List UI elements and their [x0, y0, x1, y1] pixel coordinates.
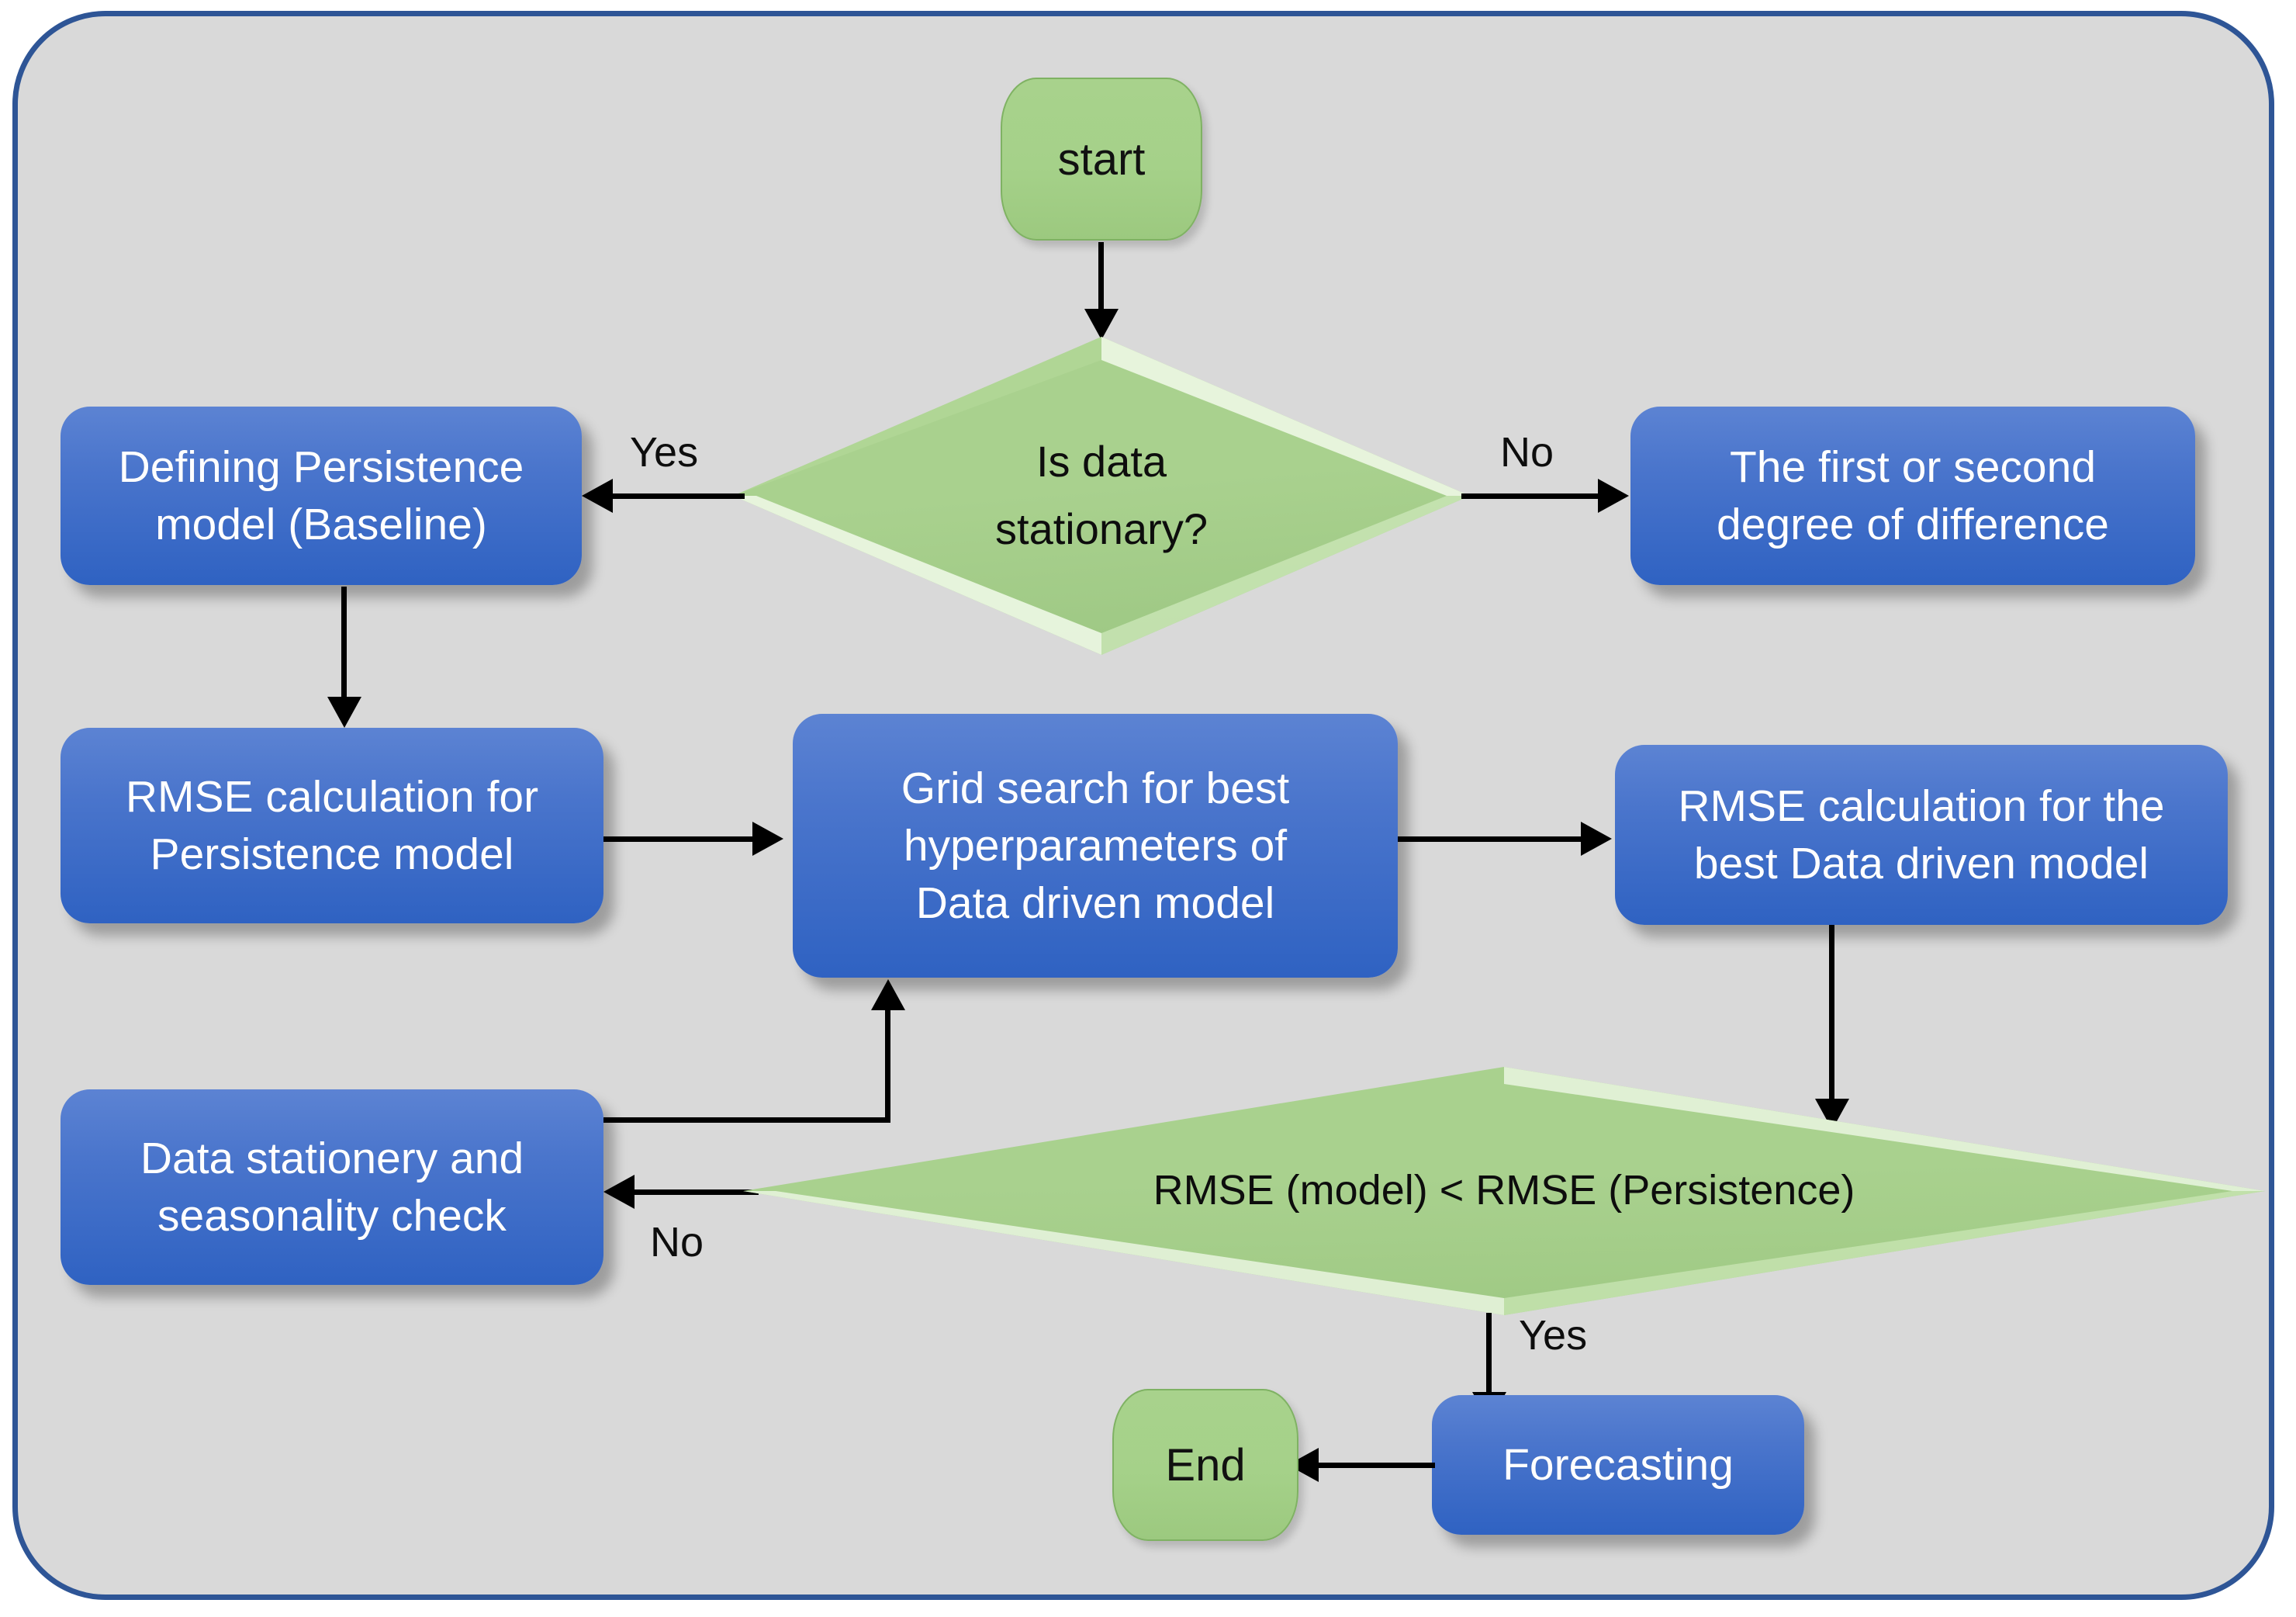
arrowhead-decision-to-defining-persistence [582, 479, 613, 513]
node-end-label: End [1165, 1439, 1246, 1491]
arrowhead-grid-search-to-rmse-best [1581, 822, 1612, 856]
node-difference-degree[interactable]: The first or second degree of difference [1630, 407, 2195, 585]
edge-label-stationary-yes: Yes [630, 429, 699, 476]
node-end[interactable]: End [1112, 1389, 1298, 1541]
node-defining-persistence-model[interactable]: Defining Persistence model (Baseline) [61, 407, 582, 585]
connector-defining-to-rmse-persistence [341, 587, 347, 701]
grid-search-line1: Grid search for best [901, 763, 1290, 813]
connector-compare-yes-to-forecasting [1486, 1313, 1492, 1397]
connector-stationery-elbow-vertical [885, 1009, 890, 1123]
rmse-persistence-line2: Persistence model [150, 829, 514, 879]
node-grid-search-label: Grid search for best hyperparameters of … [881, 760, 1310, 932]
difference-degree-line1: The first or second [1729, 441, 2097, 492]
node-forecasting-label: Forecasting [1502, 1439, 1734, 1490]
node-grid-search[interactable]: Grid search for best hyperparameters of … [793, 714, 1398, 978]
connector-forecasting-to-end [1319, 1463, 1435, 1468]
node-rmse-persistence[interactable]: RMSE calculation for Persistence model [61, 728, 603, 923]
data-stationery-line2: seasonality check [157, 1191, 507, 1241]
edge-label-compare-yes: Yes [1519, 1312, 1588, 1359]
grid-search-line2: hyperparameters of [903, 820, 1288, 871]
connector-rmse-persistence-to-grid-search [603, 836, 756, 842]
node-start[interactable]: start [1001, 78, 1202, 241]
connector-compare-no-to-stationery [635, 1189, 759, 1195]
data-stationery-line1: Data stationery and [140, 1133, 524, 1183]
node-difference-degree-label: The first or second degree of difference [1696, 438, 2129, 553]
edge-label-compare-no: No [650, 1219, 704, 1266]
node-start-label: start [1057, 133, 1146, 185]
connector-grid-search-to-rmse-best [1398, 836, 1584, 842]
arrowhead-rmse-persistence-to-grid-search [752, 822, 783, 856]
node-rmse-persistence-label: RMSE calculation for Persistence model [105, 768, 558, 883]
arrowhead-compare-no-to-stationery [603, 1175, 635, 1209]
rmse-best-line1: RMSE calculation for the [1678, 781, 2165, 831]
difference-degree-line2: degree of difference [1717, 500, 2109, 549]
arrowhead-stationery-to-grid-search [871, 979, 905, 1010]
node-forecasting[interactable]: Forecasting [1432, 1395, 1804, 1535]
node-data-stationery-check[interactable]: Data stationery and seasonality check [61, 1089, 603, 1285]
node-rmse-best-model[interactable]: RMSE calculation for the best Data drive… [1615, 745, 2228, 925]
rmse-best-line2: best Data driven model [1693, 839, 2149, 888]
connector-rmse-best-to-compare [1829, 925, 1834, 1103]
connector-stationery-elbow-horizontal [603, 1117, 890, 1123]
arrowhead-defining-to-rmse-persistence [327, 697, 361, 728]
node-rmse-best-model-label: RMSE calculation for the best Data drive… [1658, 777, 2184, 892]
node-rmse-comparison[interactable]: RMSE (model) < RMSE (Persistence) [743, 1067, 2265, 1315]
rmse-persistence-line1: RMSE calculation for [125, 771, 539, 822]
connector-decision-to-defining-persistence [613, 493, 745, 499]
grid-search-line3: Data driven model [915, 878, 1275, 929]
arrowhead-decision-to-difference-degree [1598, 479, 1629, 513]
node-is-data-stationary[interactable]: Is data stationary? [733, 337, 1470, 655]
arrowhead-start-to-decision [1084, 309, 1119, 340]
edge-label-stationary-no: No [1500, 429, 1554, 476]
defining-persistence-line2: model (Baseline) [155, 500, 487, 549]
node-defining-persistence-model-label: Defining Persistence model (Baseline) [99, 438, 545, 553]
connector-decision-to-difference-degree [1461, 493, 1601, 499]
node-data-stationery-check-label: Data stationery and seasonality check [120, 1130, 544, 1245]
defining-persistence-line1: Defining Persistence [118, 441, 524, 492]
connector-start-to-decision [1098, 242, 1104, 312]
